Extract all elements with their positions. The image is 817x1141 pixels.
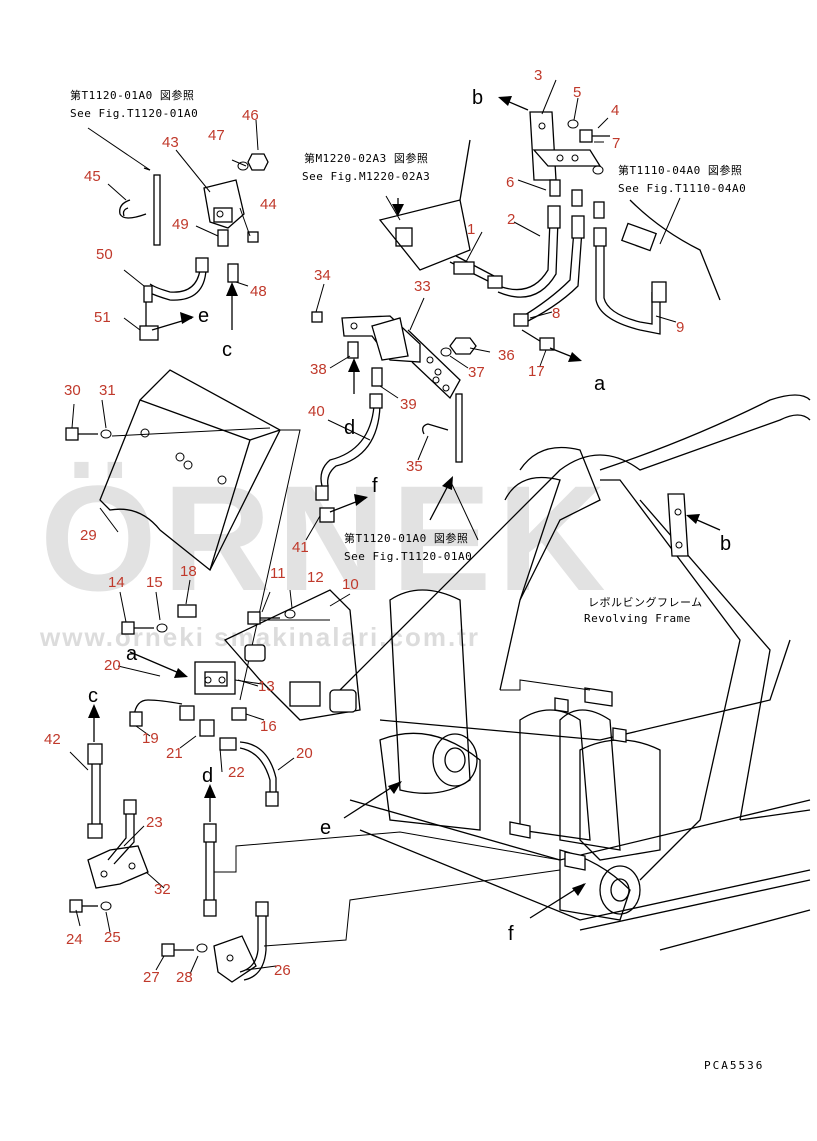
part-number: 20 — [104, 657, 121, 674]
connection-letter: b — [472, 87, 483, 109]
frame-label-en: Revolving Frame — [584, 612, 691, 625]
bracket-33 — [341, 315, 461, 400]
bracket-10 — [223, 589, 361, 721]
part-number: 25 — [104, 929, 121, 946]
part-number: 39 — [400, 396, 417, 413]
cover-plate-29 — [99, 369, 301, 701]
connection-letter: f — [508, 923, 514, 945]
connection-letter: f — [372, 475, 378, 497]
part-number: 51 — [94, 309, 111, 326]
part-number: 27 — [143, 969, 160, 986]
part-number: 6 — [506, 174, 514, 191]
bracket-43 — [203, 179, 245, 229]
ref-t1120-mid-en: See Fig.T1120-01A0 — [344, 550, 472, 563]
bracket-26 — [213, 935, 257, 983]
part-number: 22 — [228, 764, 245, 781]
connection-letters: a a b b c c d d e e f f — [88, 87, 731, 945]
part-number: 26 — [274, 962, 291, 979]
part-number: 38 — [310, 361, 327, 378]
part-number: 50 — [96, 246, 113, 263]
part-number: 19 — [142, 730, 159, 747]
drawing-code: PCA5536 — [704, 1059, 764, 1072]
part-numbers: 1 2 3 4 5 6 7 8 9 10 11 12 13 14 15 16 1… — [44, 67, 684, 986]
connection-letter: e — [198, 305, 209, 327]
ref-m1220-en: See Fig.M1220-02A3 — [302, 170, 430, 183]
part-number: 29 — [80, 527, 97, 544]
part-number: 43 — [162, 134, 179, 151]
part-number: 45 — [84, 168, 101, 185]
connection-letter: a — [126, 643, 138, 665]
part-number: 23 — [146, 814, 163, 831]
part-number: 47 — [208, 127, 225, 144]
ref-t1110-jp: 第T1110-04A0 図参照 — [618, 163, 742, 177]
bolts — [65, 119, 610, 957]
part-number: 13 — [258, 678, 275, 695]
part-number: 11 — [270, 565, 286, 582]
part-number: 3 — [534, 67, 542, 84]
connection-letter: d — [344, 417, 355, 439]
ref-t1110-en: See Fig.T1110-04A0 — [618, 182, 746, 195]
reference-notes: 第T1120-01A0 図参照 See Fig.T1120-01A0 第M122… — [70, 88, 746, 625]
connection-letter: c — [222, 339, 232, 361]
part-number: 18 — [180, 563, 197, 580]
ref-t1120-mid-jp: 第T1120-01A0 図参照 — [344, 531, 468, 545]
part-number: 46 — [242, 107, 259, 124]
valve-13 — [177, 604, 263, 751]
linework — [65, 79, 811, 983]
part-number: 21 — [166, 745, 183, 762]
part-number: 4 — [611, 102, 619, 119]
bracket-3 — [529, 111, 605, 219]
part-number: 28 — [176, 969, 193, 986]
connection-letter: d — [202, 765, 213, 787]
part-number: 12 — [307, 569, 324, 586]
fittings — [87, 205, 667, 917]
bracket-23 — [87, 845, 149, 889]
part-number: 14 — [108, 574, 125, 591]
part-number: 5 — [573, 84, 581, 101]
part-number: 20 — [296, 745, 313, 762]
part-number: 31 — [99, 382, 116, 399]
part-number: 1 — [467, 221, 475, 238]
connection-letter: a — [594, 373, 606, 395]
part-number: 24 — [66, 931, 83, 948]
part-number: 17 — [528, 363, 545, 380]
ref-m1220-jp: 第M1220-02A3 図参照 — [304, 151, 428, 165]
watermark-brand: ÖRNEK — [40, 454, 612, 622]
part-number: 33 — [414, 278, 431, 295]
part-number: 36 — [498, 347, 515, 364]
part-number: 9 — [676, 319, 684, 336]
ref-t1120-top-en: See Fig.T1120-01A0 — [70, 107, 198, 120]
arrows — [88, 96, 721, 919]
part-number: 34 — [314, 267, 331, 284]
leader-lines — [69, 79, 681, 975]
part-number: 10 — [342, 576, 359, 593]
part-number: 40 — [308, 403, 325, 420]
connection-letter: b — [720, 533, 731, 555]
part-number: 35 — [406, 458, 423, 475]
connection-letter: c — [88, 685, 98, 707]
ref-t1120-top-jp: 第T1120-01A0 図参照 — [70, 88, 194, 102]
part-number: 15 — [146, 574, 163, 591]
part-number: 44 — [260, 196, 277, 213]
part-number: 49 — [172, 216, 189, 233]
part-number: 7 — [612, 135, 620, 152]
part-number: 37 — [468, 364, 485, 381]
connection-letter: e — [320, 817, 331, 839]
part-number: 8 — [552, 305, 560, 322]
part-number: 30 — [64, 382, 81, 399]
part-number: 41 — [292, 539, 309, 556]
part-number: 42 — [44, 731, 61, 748]
frame-label-jp: レボルビングフレーム — [588, 595, 703, 609]
part-number: 16 — [260, 718, 277, 735]
part-number: 2 — [507, 211, 515, 228]
part-number: 32 — [154, 881, 171, 898]
part-number: 48 — [250, 283, 267, 300]
